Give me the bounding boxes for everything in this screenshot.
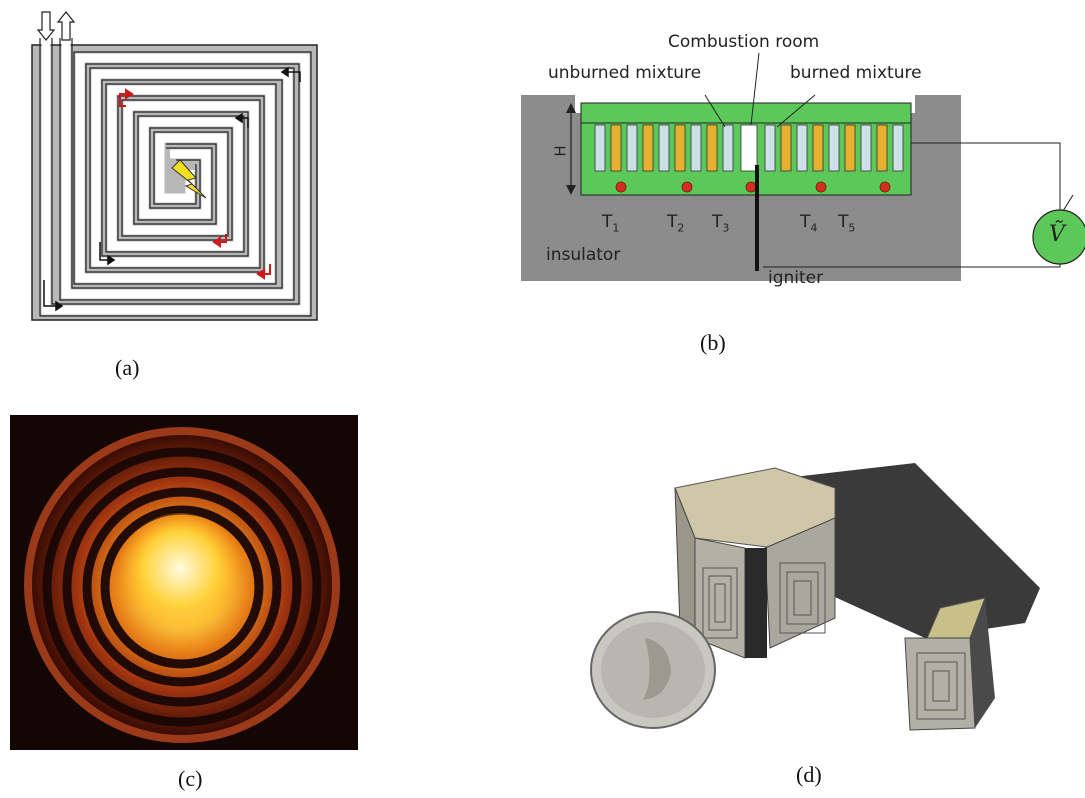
panel-c (10, 415, 358, 750)
label-sensor-t4: T4 (800, 212, 818, 235)
caption-a: (a) (115, 355, 140, 380)
outlet-arrow-icon (56, 11, 76, 41)
label-sensor-t1: T1 (602, 212, 620, 235)
panel-d (585, 448, 1045, 738)
igniter-rod (755, 165, 759, 271)
caption-c: (c) (178, 766, 203, 791)
inlet-arrow-icon (36, 11, 56, 41)
sensor-t1 (615, 181, 627, 193)
label-unburned-mixture: unburned mixture (548, 63, 702, 83)
label-sensor-t5: T5 (838, 212, 856, 235)
label-height: H (551, 145, 570, 157)
label-insulator: insulator (546, 245, 621, 265)
label-burned-mixture: burned mixture (790, 63, 922, 83)
panel-a (20, 10, 330, 350)
burner-glow-photo (10, 415, 358, 750)
combustion-rig-diagram (521, 52, 1085, 281)
microburner-photo (590, 463, 1040, 731)
sensor-t5 (879, 181, 891, 193)
label-sensor-t3: T3 (712, 212, 730, 235)
ignition-spark-icon (171, 159, 207, 199)
sensor-t3 (745, 181, 757, 193)
caption-b: (b) (700, 330, 726, 355)
caption-d: (d) (796, 762, 822, 787)
label-voltmeter: Ṽ (1049, 222, 1065, 247)
label-sensor-t2: T2 (667, 212, 685, 235)
sensor-t4 (815, 181, 827, 193)
sensor-t2 (681, 181, 693, 193)
label-igniter: igniter (768, 268, 824, 288)
label-combustion-room: Combustion room (668, 32, 820, 52)
spiral-channel-diagram (31, 11, 318, 321)
panel-b (515, 25, 1085, 285)
voltmeter-icon (1032, 209, 1085, 265)
